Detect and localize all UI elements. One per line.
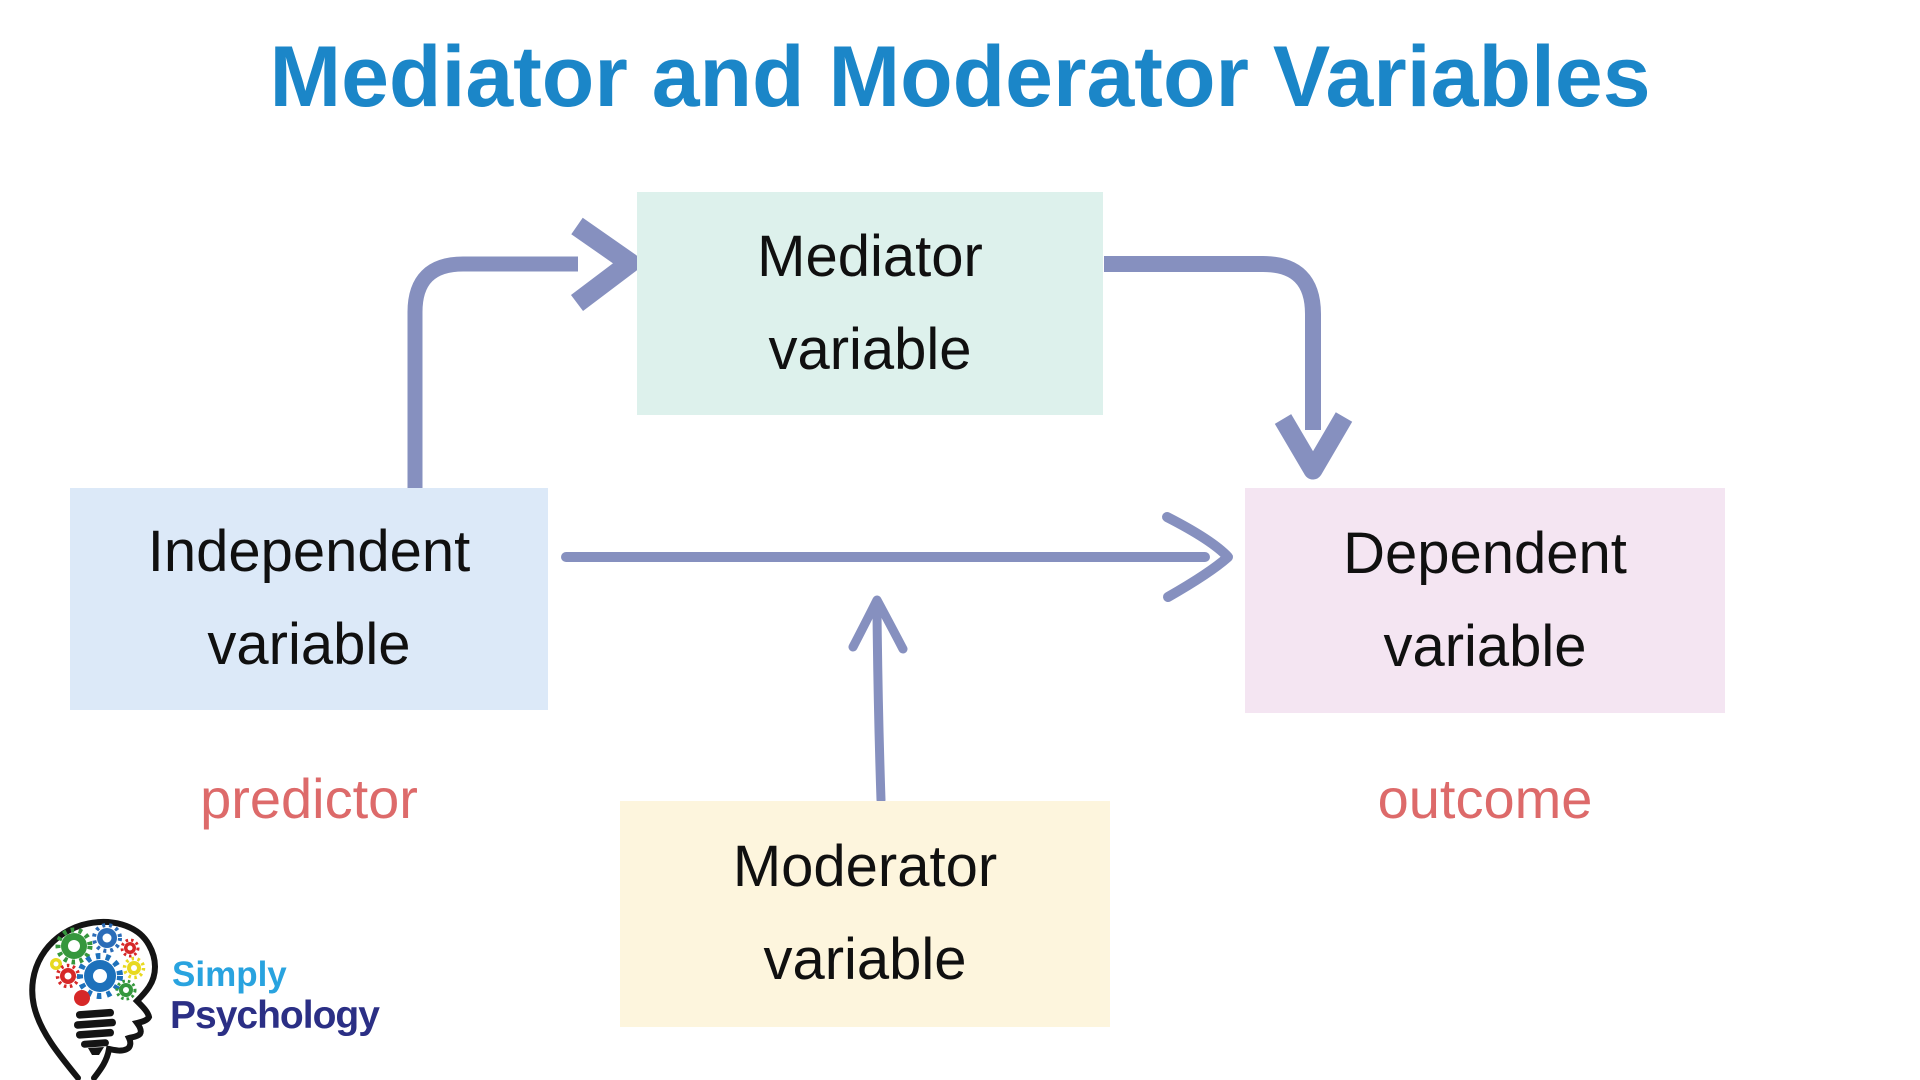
arrowhead-right-icon <box>570 217 640 311</box>
gears-icon <box>50 923 146 1006</box>
mediator-variable-box: Mediator variable <box>637 192 1103 415</box>
simply-psychology-logo: Simply Psychology <box>29 919 381 1080</box>
moderator-variable-label: Moderator variable <box>732 834 998 992</box>
arrow-independent-to-dependent <box>561 512 1233 602</box>
logo-text-psychology: Psychology <box>170 994 380 1037</box>
independent-variable-box: Independent variable <box>70 488 548 710</box>
mediator-variable-label: Mediator variable <box>757 223 983 382</box>
outcome-annotation: outcome <box>1377 767 1593 830</box>
page-title: Mediator and Moderator Variables <box>269 29 1651 125</box>
arrowhead-right-thin-icon <box>1162 512 1233 602</box>
predictor-annotation: predictor <box>200 767 418 830</box>
arrow-mediator-to-dependent <box>1104 256 1353 480</box>
bulb-base-icon <box>74 1008 116 1055</box>
dependent-variable-label: Dependent variable <box>1343 520 1627 679</box>
independent-variable-label: Independent variable <box>147 519 471 677</box>
logo-text-simply: Simply <box>172 955 287 994</box>
arrowhead-up-icon <box>848 595 908 654</box>
arrowhead-down-icon <box>1274 412 1353 480</box>
moderator-variable-box: Moderator variable <box>620 801 1110 1027</box>
dependent-variable-box: Dependent variable <box>1245 488 1725 713</box>
arrow-moderator-to-line <box>848 595 908 805</box>
arrow-independent-to-mediator <box>407 217 640 489</box>
